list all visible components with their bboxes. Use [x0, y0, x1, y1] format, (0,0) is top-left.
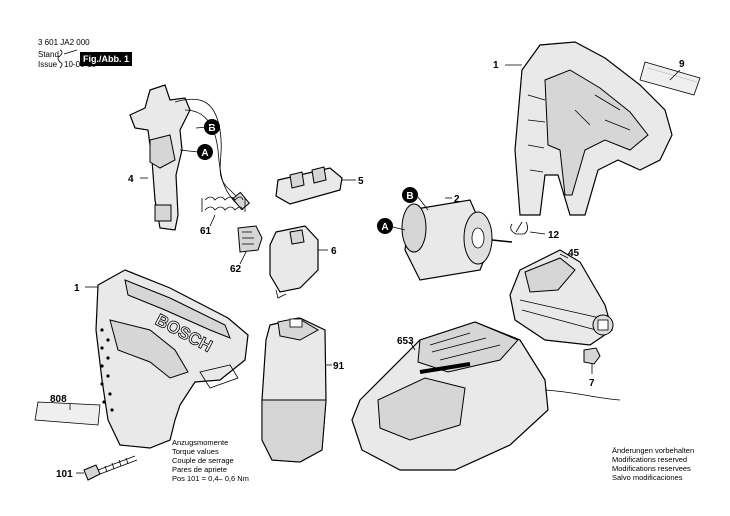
callout-45: 45: [568, 248, 580, 259]
rights-line-en: Modifications reserved: [612, 455, 688, 464]
plug-part-62: [237, 225, 263, 253]
callout-5: 5: [358, 176, 364, 187]
torque-line-es: Pares de apriete: [172, 465, 228, 474]
callout-9: 9: [679, 59, 685, 70]
modifications-reserved-note: Änderungen vorbehalten Modifications res…: [612, 446, 694, 482]
svg-text:B: B: [406, 191, 413, 202]
callout-12: 12: [548, 230, 560, 241]
document-number: 3 601 JA2 000: [38, 38, 90, 47]
reverse-switch-part-6: [269, 225, 319, 299]
connector-marker-a-switch: A: [197, 144, 213, 160]
callout-101: 101: [56, 469, 73, 480]
housing-half-bottom: [95, 269, 249, 449]
slider-part-5: [275, 166, 343, 205]
charger-part-653: [351, 321, 621, 471]
housing-half-top: [514, 41, 673, 216]
connector-marker-b-motor: B: [402, 187, 418, 203]
callout-91: 91: [333, 361, 345, 372]
screw-part-101: [83, 455, 138, 481]
callout-653: 653: [397, 336, 414, 347]
torque-values-note: Anzugsmomente Torque values Couple de se…: [172, 438, 249, 483]
label-sticker-808: [34, 401, 101, 426]
spring-part-61: [201, 196, 246, 212]
callout-6: 6: [331, 246, 337, 257]
rights-line-es: Salvo modificaciones: [612, 473, 683, 482]
callout-2: 2: [454, 194, 460, 205]
torque-line-fr: Couple de serrage: [172, 456, 234, 465]
svg-text:B: B: [208, 123, 215, 134]
svg-text:A: A: [201, 148, 208, 159]
torque-line-spec: Pos 101 = 0,4– 0,6 Nm: [172, 474, 249, 483]
switch-assembly-4: [129, 84, 251, 231]
callout-62: 62: [230, 264, 242, 275]
callout-7: 7: [589, 378, 595, 389]
callout-1-bottom: 1: [74, 283, 80, 294]
header-brace: [57, 49, 63, 69]
torque-line-en: Torque values: [172, 447, 219, 456]
clip-part-12: [510, 221, 528, 235]
battery-pack-91: [261, 317, 327, 463]
issue-label: Issue: [38, 60, 58, 69]
figure-label: Fig./Abb. 1: [80, 52, 132, 66]
rights-line-de: Änderungen vorbehalten: [612, 446, 695, 455]
svg-text:A: A: [381, 222, 388, 233]
callout-1-top: 1: [493, 60, 499, 71]
motor-part-2: [401, 199, 513, 281]
callout-61: 61: [200, 226, 212, 237]
header-strike: [63, 49, 78, 55]
gearbox-part-45: [509, 249, 614, 346]
connector-marker-b-switch: B: [204, 119, 220, 135]
label-sticker-9: [639, 61, 701, 96]
callout-808: 808: [50, 394, 67, 405]
rights-line-fr: Modifications reservees: [612, 464, 691, 473]
small-nut-part-7: [583, 347, 601, 365]
stand-label: Stand: [38, 50, 59, 59]
connector-marker-a-motor: A: [377, 218, 393, 234]
torque-line-de: Anzugsmomente: [172, 438, 229, 447]
callout-4: 4: [128, 174, 134, 185]
